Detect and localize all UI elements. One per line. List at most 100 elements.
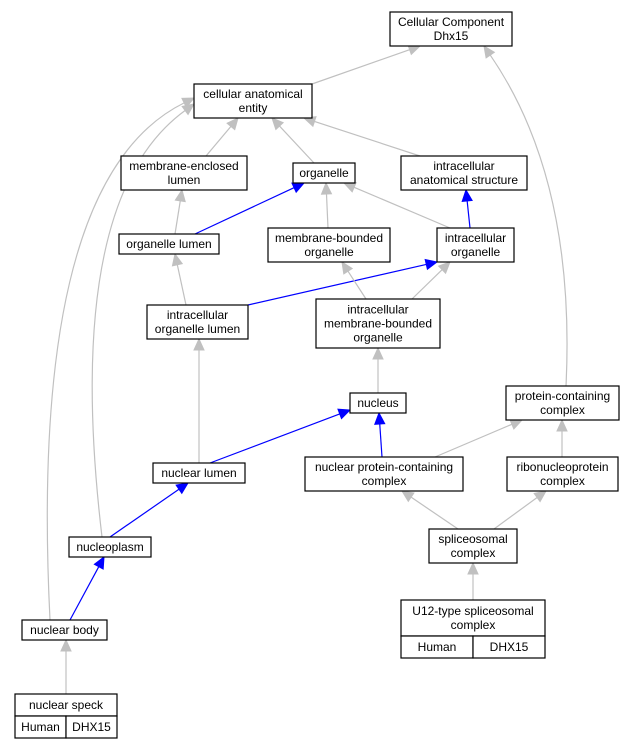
edge-arrowhead bbox=[341, 260, 354, 275]
node-nucleus[interactable]: nucleus bbox=[349, 392, 407, 414]
node-label: anatomical structure bbox=[410, 173, 518, 187]
edge-line bbox=[489, 54, 568, 387]
node-label: complex bbox=[540, 474, 585, 488]
edge-arrowhead bbox=[372, 346, 384, 360]
node-label: complex bbox=[451, 546, 496, 560]
annotation-cell-species: Human bbox=[14, 715, 67, 739]
node-label: entity bbox=[239, 101, 268, 115]
edge-arrowhead bbox=[374, 411, 386, 425]
edge-organelle-lumen-to-organelle bbox=[194, 182, 306, 235]
annotation-label: Human bbox=[418, 640, 457, 654]
node-nucleoplasm[interactable]: nucleoplasm bbox=[68, 536, 152, 558]
edge-line bbox=[205, 126, 232, 157]
annotation-label: DHX15 bbox=[490, 640, 529, 654]
node-box bbox=[118, 233, 220, 255]
node-box bbox=[315, 298, 441, 349]
node-nuclear-lumen[interactable]: nuclear lumen bbox=[152, 462, 246, 484]
edge-line bbox=[247, 263, 427, 306]
edge-arrowhead bbox=[174, 188, 186, 203]
node-box bbox=[267, 227, 391, 263]
edge-arrowhead bbox=[291, 182, 306, 194]
node-label: protein-containing bbox=[515, 389, 610, 403]
edge-line bbox=[46, 102, 185, 621]
edge-arrowhead bbox=[461, 188, 473, 203]
edge-organelle-lumen-to-membrane-enclosed-lumen bbox=[174, 188, 186, 235]
edge-arrowhead bbox=[226, 117, 239, 131]
node-box bbox=[152, 462, 246, 484]
edge-intracellular-anatomical-structure-to-cellular-anatomical-entity bbox=[302, 116, 421, 157]
node-box bbox=[21, 619, 108, 641]
edge-intracellular-membrane-bounded-organelle-to-intracellular-organelle bbox=[411, 261, 451, 300]
edge-line bbox=[353, 186, 451, 229]
node-box bbox=[68, 536, 152, 558]
node-label: nuclear protein-containing bbox=[315, 460, 453, 474]
edges-layer bbox=[46, 44, 568, 694]
edge-spliceosomal-complex-to-nuclear-protein-containing-complex bbox=[401, 490, 459, 530]
node-organelle-lumen[interactable]: organelle lumen bbox=[118, 233, 220, 255]
edge-nuclear-lumen-to-nucleus bbox=[209, 408, 352, 464]
annotation-cell-species: Human bbox=[400, 635, 474, 659]
node-label: spliceosomal bbox=[438, 532, 507, 546]
node-box bbox=[400, 155, 528, 191]
node-label: complex bbox=[540, 403, 585, 417]
edge-nuclear-protein-containing-complex-to-protein-containing-complex bbox=[434, 419, 524, 458]
node-box bbox=[193, 83, 313, 119]
node-box bbox=[400, 599, 546, 637]
edge-nucleus-to-intracellular-membrane-bounded-organelle bbox=[372, 346, 384, 393]
node-box bbox=[506, 456, 619, 492]
edge-line bbox=[347, 270, 367, 300]
edge-cellular-anatomical-entity-to-cc-root bbox=[311, 44, 422, 85]
edge-line bbox=[279, 125, 315, 164]
node-label: organelle bbox=[451, 245, 501, 259]
node-label: complex bbox=[451, 618, 496, 632]
node-label: organelle lumen bbox=[126, 237, 211, 251]
edge-arrowhead bbox=[271, 117, 285, 131]
edge-line bbox=[466, 200, 471, 229]
node-label: cellular anatomical bbox=[203, 87, 302, 101]
edge-line bbox=[109, 488, 180, 538]
edge-intracellular-organelle-to-intracellular-anatomical-structure bbox=[461, 188, 473, 229]
annotation-box bbox=[65, 715, 118, 739]
annotation-label: Human bbox=[21, 720, 60, 734]
edge-arrowhead bbox=[467, 561, 479, 575]
node-box bbox=[436, 227, 515, 263]
node-label: nuclear speck bbox=[29, 698, 104, 712]
edge-membrane-bounded-organelle-to-organelle bbox=[320, 181, 333, 229]
node-label: complex bbox=[362, 474, 407, 488]
edge-line bbox=[314, 120, 421, 157]
edge-line bbox=[379, 423, 383, 458]
edge-line bbox=[325, 193, 329, 229]
edge-line bbox=[411, 269, 443, 300]
edge-nucleoplasm-to-nuclear-lumen bbox=[109, 482, 189, 538]
edge-intracellular-organelle-lumen-to-organelle-lumen bbox=[171, 252, 187, 306]
edge-line bbox=[91, 109, 186, 538]
node-label: U12-type spliceosomal bbox=[412, 604, 533, 618]
edge-membrane-enclosed-lumen-to-cellular-anatomical-entity bbox=[205, 117, 239, 157]
node-organelle[interactable]: organelle bbox=[292, 162, 356, 184]
edge-arrowhead bbox=[93, 555, 105, 570]
edge-arrowhead bbox=[342, 182, 357, 193]
node-box bbox=[505, 385, 620, 421]
edge-arrowhead bbox=[337, 408, 352, 420]
node-label: intracellular bbox=[347, 303, 408, 317]
node-nuclear-body[interactable]: nuclear body bbox=[21, 619, 108, 641]
edge-nuclear-body-to-cellular-anatomical-entity bbox=[46, 97, 196, 621]
edge-arrowhead bbox=[533, 490, 547, 503]
node-label: nucleoplasm bbox=[76, 540, 143, 554]
edge-line bbox=[410, 496, 459, 530]
